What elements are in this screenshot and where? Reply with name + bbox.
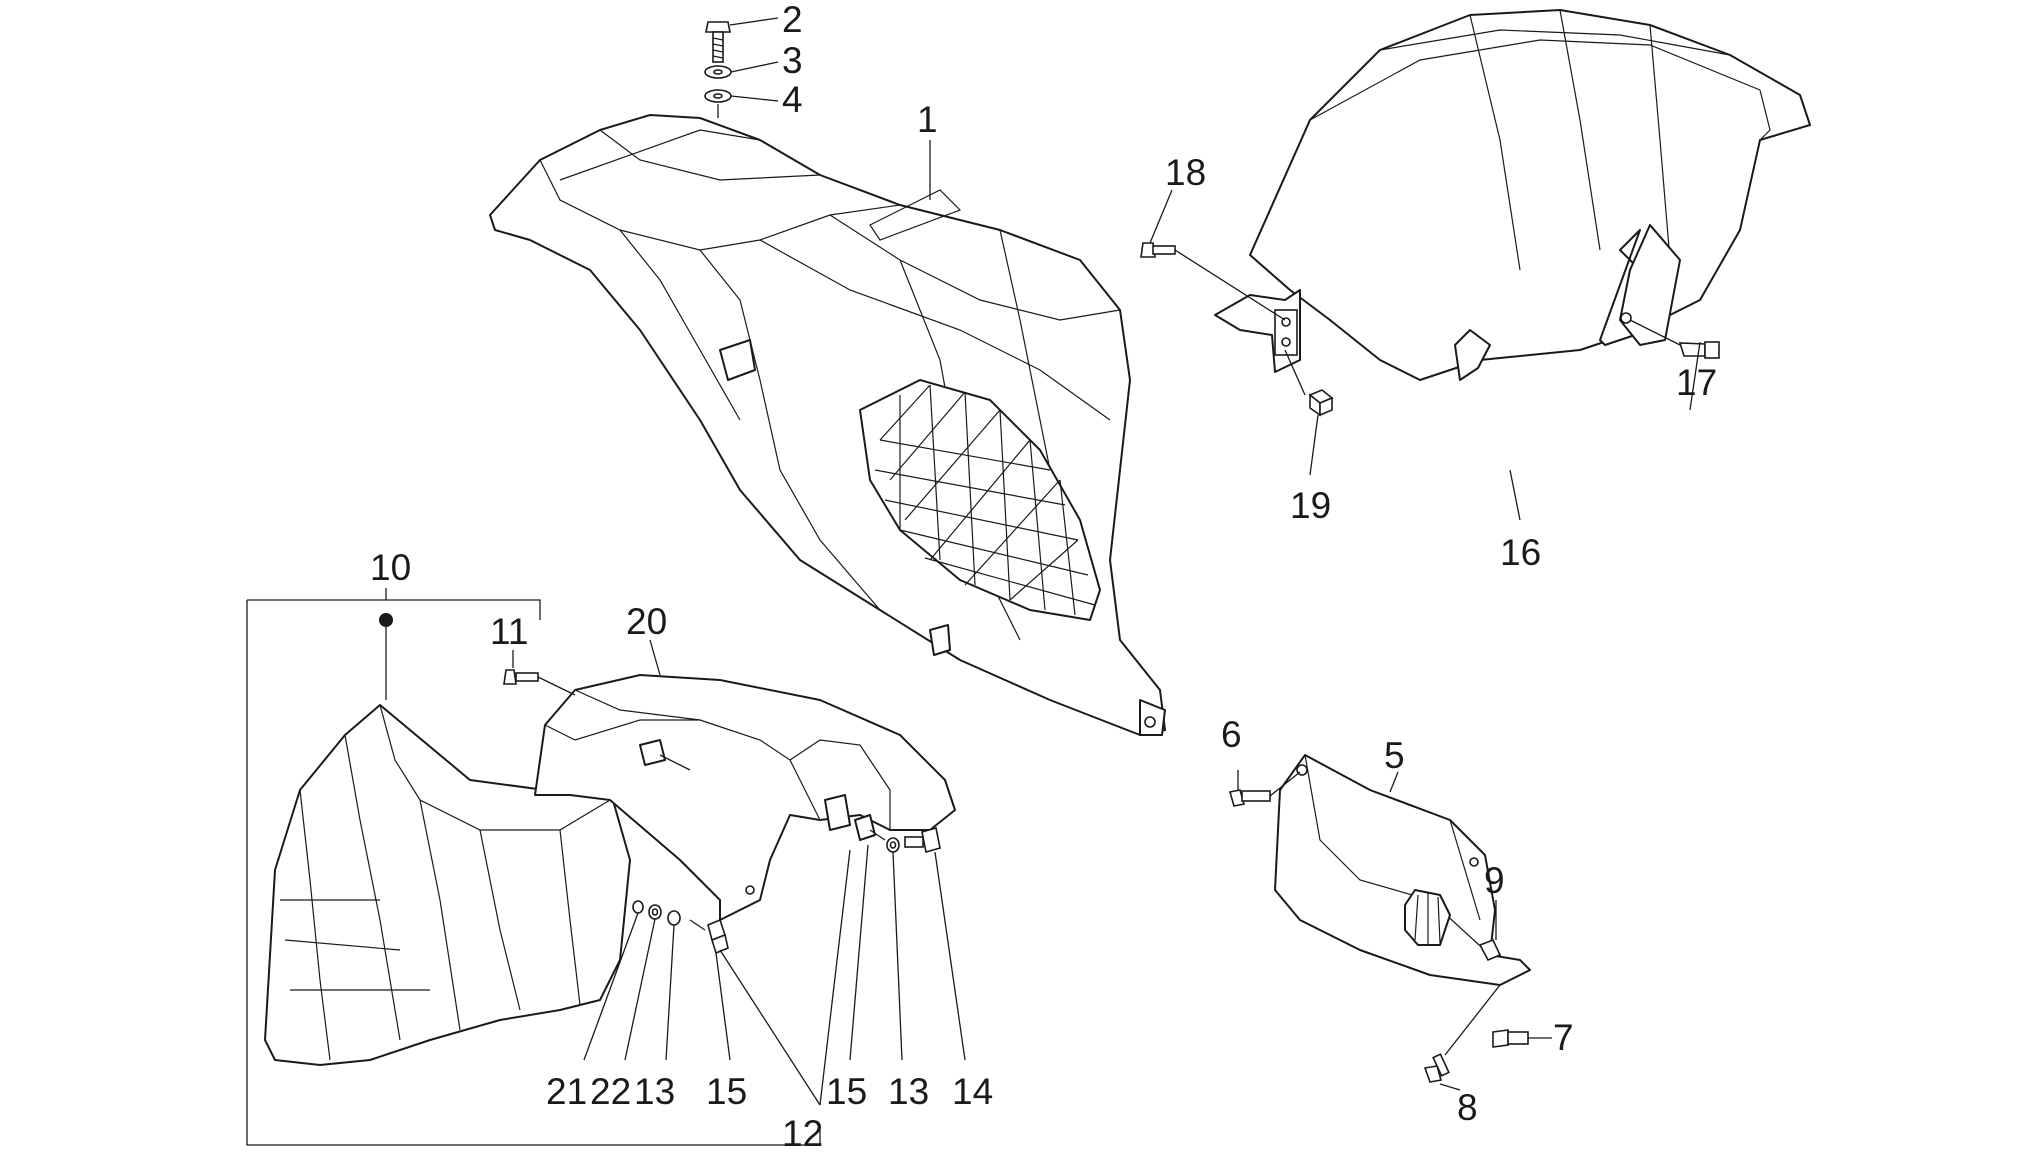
callout-label-11: 11	[490, 611, 528, 652]
callout-label-8: 8	[1457, 1087, 1478, 1128]
callout-label-15-right: 15	[826, 1071, 867, 1112]
callout-label-7: 7	[1553, 1017, 1574, 1058]
callout-label-13-left: 13	[634, 1071, 675, 1112]
inner-mudguard-part	[534, 674, 956, 921]
callout-label-10: 10	[370, 547, 411, 588]
callout-label-12: 12	[782, 1113, 823, 1154]
side-cover-panel	[1274, 754, 1531, 986]
callout-label-16: 16	[1500, 532, 1541, 573]
front-fastener-row-left	[632, 900, 729, 955]
callout-label-3: 3	[782, 40, 803, 81]
callout-label-5: 5	[1384, 735, 1405, 776]
callout-label-9: 9	[1484, 860, 1505, 901]
callout-label-19: 19	[1290, 485, 1331, 526]
front-fastener-row-right	[869, 826, 941, 854]
callout-label-18: 18	[1165, 152, 1206, 193]
top-screw-stack	[704, 21, 732, 118]
assembly-bracket-10	[246, 599, 821, 1146]
callout-label-20: 20	[626, 601, 667, 642]
callout-label-13-right: 13	[888, 1071, 929, 1112]
callout-label-4: 4	[782, 79, 803, 120]
callout-label-22: 22	[590, 1071, 631, 1112]
callout-label-14: 14	[952, 1071, 993, 1112]
cover-panel-screws	[1228, 771, 1529, 1083]
callout-label-21: 21	[546, 1071, 587, 1112]
front-shield-part	[489, 114, 1166, 736]
callout-label-15-left: 15	[706, 1071, 747, 1112]
callout-label-6: 6	[1221, 714, 1242, 755]
callout-label-17: 17	[1676, 362, 1717, 403]
rear-mudguard-part	[1214, 9, 1811, 381]
callout-label-2: 2	[782, 0, 803, 40]
callout-label-1: 1	[917, 99, 938, 140]
screw-11	[503, 669, 576, 696]
